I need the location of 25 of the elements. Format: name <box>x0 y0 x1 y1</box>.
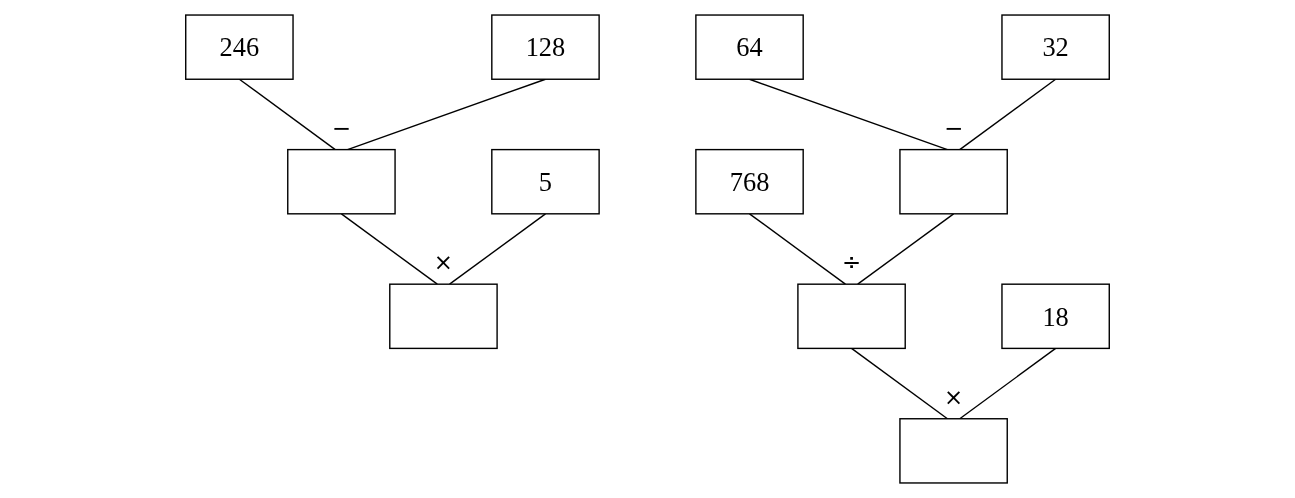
connector <box>748 213 847 285</box>
connector <box>857 213 955 285</box>
connector <box>340 213 438 285</box>
operator-sign: ÷ <box>842 249 862 276</box>
operator-sign: × <box>433 249 453 276</box>
node-box: 32 <box>1001 14 1110 80</box>
node-box <box>899 418 1008 484</box>
node-box: 5 <box>491 148 600 215</box>
node-box: 768 <box>695 148 804 215</box>
operator-sign: × <box>944 383 964 410</box>
node-box <box>899 148 1008 215</box>
connector <box>448 213 547 285</box>
connector <box>959 78 1057 151</box>
operator-sign: − <box>331 114 351 141</box>
node-box: 64 <box>695 14 804 80</box>
node-box: 246 <box>185 14 294 80</box>
connector <box>959 347 1057 420</box>
node-box: 128 <box>491 14 600 80</box>
operator-sign: − <box>944 114 964 141</box>
connector <box>238 78 336 151</box>
connector <box>850 347 949 420</box>
node-box <box>389 283 498 350</box>
node-box <box>287 148 396 215</box>
node-box: 18 <box>1001 283 1110 350</box>
node-box <box>797 283 906 350</box>
